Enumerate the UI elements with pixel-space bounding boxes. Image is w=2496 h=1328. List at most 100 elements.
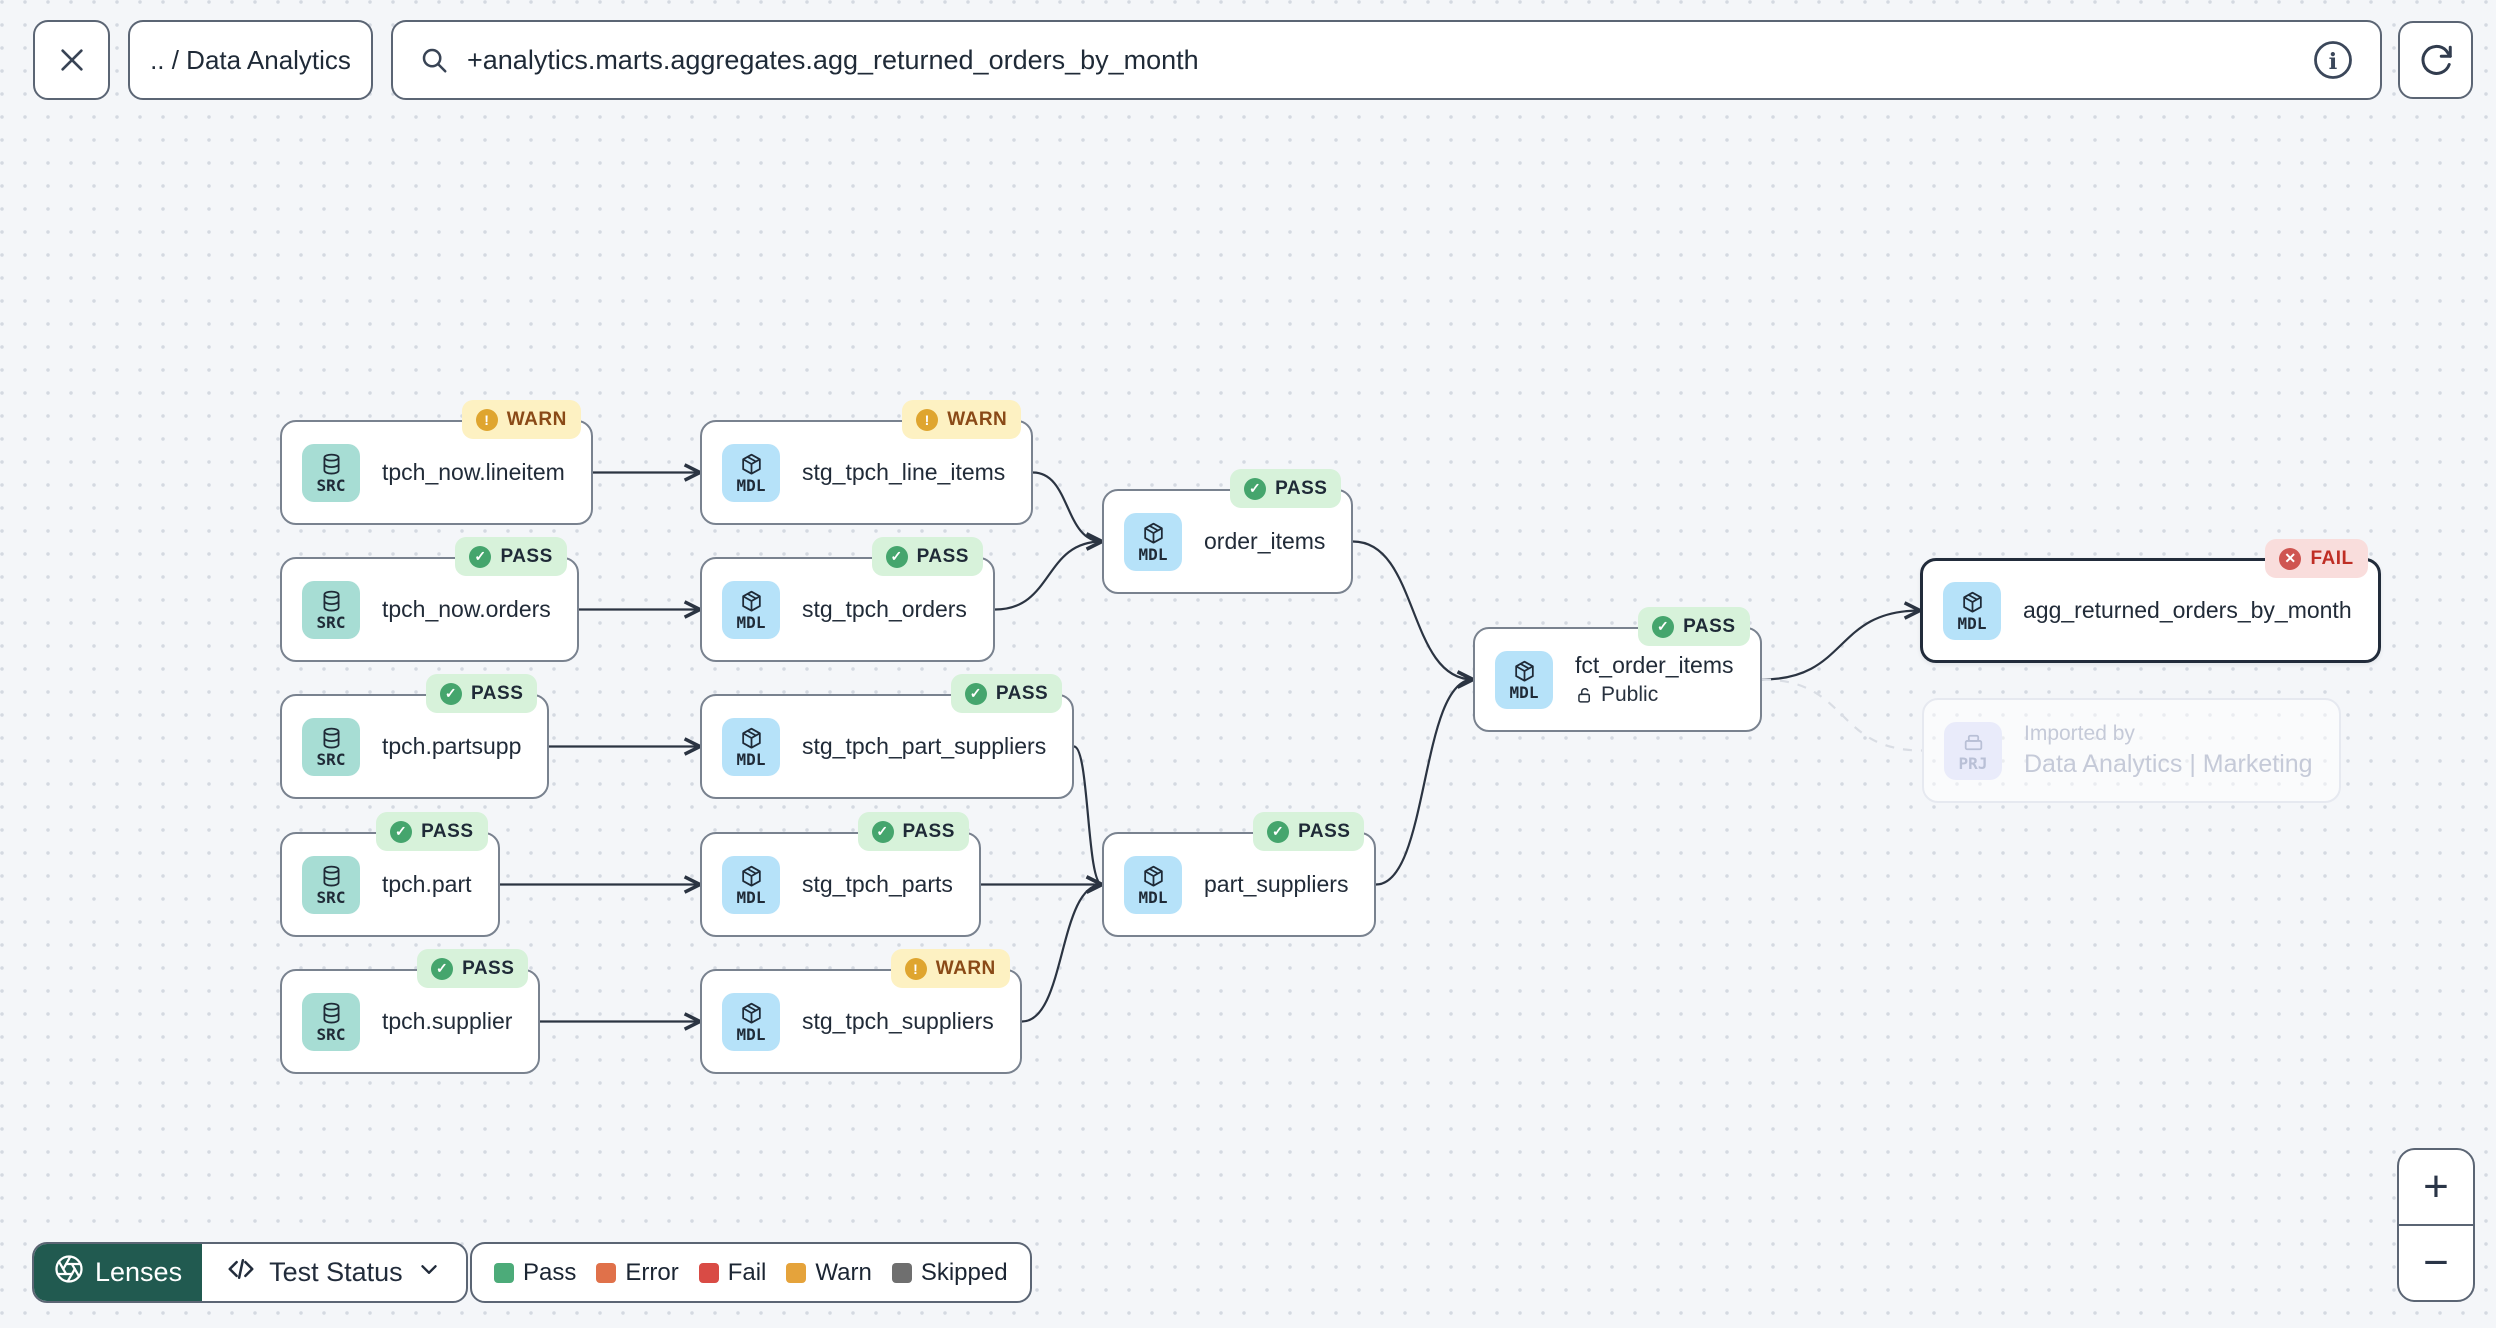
status-pass-icon: ✓ — [1652, 615, 1675, 638]
graph-node-tpch_partsupp[interactable]: ✓PASS SRC tpch.partsupp — [280, 674, 550, 799]
node-label: tpch_now.orders — [382, 596, 551, 622]
edge-stg_tpch_orders-order_items — [994, 532, 1106, 611]
database-icon: SRC — [302, 443, 360, 502]
status-badge-pass: ✓PASS — [857, 812, 969, 851]
node-label: agg_returned_orders_by_month — [2023, 597, 2352, 623]
status-pass-icon: ✓ — [431, 957, 454, 980]
warn-swatch — [786, 1262, 807, 1283]
project-icon: PRJ — [1944, 721, 2002, 780]
model-cube-icon: MDL — [1495, 650, 1553, 709]
edge-stg_tpch_suppliers-part_suppliers — [1021, 875, 1106, 1023]
info-icon[interactable]: i — [2312, 39, 2354, 81]
graph-node-stg_tpch_parts[interactable]: ✓PASS MDL stg_tpch_parts — [700, 812, 981, 937]
zoom-out-button[interactable]: − — [2423, 1238, 2449, 1288]
model-cube-icon: MDL — [1124, 512, 1182, 571]
status-pass-icon: ✓ — [1267, 820, 1290, 843]
node-label: tpch.partsupp — [382, 733, 522, 759]
chevron-down-icon — [416, 1256, 442, 1289]
status-badge-warn: !WARN — [902, 400, 1022, 439]
graph-node-stg_tpch_line_items[interactable]: !WARN MDL stg_tpch_line_items — [700, 400, 1034, 525]
model-cube-icon: MDL — [722, 717, 780, 776]
status-badge-pass: ✓PASS — [426, 674, 538, 713]
lens-selected-label: Test Status — [269, 1257, 403, 1287]
node-label: stg_tpch_orders — [802, 596, 967, 622]
edge-fct_order_items-agg_returned_orders_by_month — [1761, 601, 1924, 681]
node-label: tpch_now.lineitem — [382, 459, 565, 485]
breadcrumb-label: .. / Data Analytics — [150, 44, 351, 75]
status-badge-pass: ✓PASS — [1638, 607, 1750, 646]
status-warn-icon: ! — [904, 957, 927, 980]
graph-node-tpch_now_lineitem[interactable]: !WARN SRC tpch_now.lineitem — [280, 400, 593, 525]
database-icon: SRC — [302, 855, 360, 914]
search-input[interactable] — [467, 44, 2294, 76]
model-cube-icon: MDL — [722, 992, 780, 1051]
status-warn-icon: ! — [475, 408, 498, 431]
graph-node-order_items[interactable]: ✓PASS MDL order_items — [1102, 469, 1354, 594]
lenses-label: Lenses — [95, 1257, 183, 1287]
legend-item-skipped: Skipped — [891, 1259, 1008, 1287]
model-cube-icon: MDL — [722, 855, 780, 914]
aperture-icon — [54, 1254, 84, 1291]
node-label: order_items — [1204, 528, 1326, 554]
node-access: Public — [1575, 683, 1734, 707]
status-pass-icon: ✓ — [1244, 477, 1267, 500]
close-button[interactable] — [33, 20, 110, 100]
status-pass-icon: ✓ — [390, 820, 413, 843]
graph-node-stg_tpch_orders[interactable]: ✓PASS MDL stg_tpch_orders — [700, 537, 995, 662]
status-pass-icon: ✓ — [469, 545, 492, 568]
status-pass-icon: ✓ — [964, 682, 987, 705]
status-pass-icon: ✓ — [885, 545, 908, 568]
status-fail-icon: ✕ — [2279, 547, 2302, 570]
node-label: stg_tpch_parts — [802, 871, 953, 897]
status-badge-pass: ✓PASS — [1253, 812, 1365, 851]
lenses-button[interactable]: Lenses — [34, 1244, 203, 1301]
legend-item-fail: Fail — [698, 1259, 766, 1287]
node-label: part_suppliers — [1204, 871, 1349, 897]
refresh-icon — [2418, 42, 2454, 78]
node-label: stg_tpch_line_items — [802, 459, 1006, 485]
model-cube-icon: MDL — [722, 580, 780, 639]
close-icon — [56, 44, 88, 76]
fail-swatch — [698, 1262, 719, 1283]
search-icon — [419, 45, 449, 75]
lenses-control: Lenses Test Status — [32, 1242, 468, 1303]
zoom-divider — [2399, 1223, 2473, 1227]
zoom-in-button[interactable]: + — [2423, 1161, 2449, 1211]
skipped-swatch — [891, 1262, 912, 1283]
code-icon — [226, 1254, 256, 1291]
node-label: stg_tpch_part_suppliers — [802, 733, 1047, 759]
breadcrumb[interactable]: .. / Data Analytics — [128, 20, 373, 100]
node-label: fct_order_items — [1575, 652, 1734, 678]
status-badge-pass: ✓PASS — [455, 537, 567, 576]
lens-selector[interactable]: Test Status — [202, 1254, 466, 1291]
database-icon: SRC — [302, 717, 360, 776]
status-badge-pass: ✓PASS — [1230, 469, 1342, 508]
status-badge-pass: ✓PASS — [950, 674, 1063, 713]
model-cube-icon: MDL — [722, 443, 780, 502]
graph-node-stg_tpch_part_suppliers[interactable]: ✓PASS MDL stg_tpch_part_suppliers — [700, 674, 1075, 799]
node-label: tpch.supplier — [382, 1008, 513, 1034]
status-badge-pass: ✓PASS — [376, 812, 488, 851]
status-badge-warn: !WARN — [461, 400, 581, 439]
pass-swatch — [494, 1262, 514, 1283]
refresh-button[interactable] — [2398, 21, 2473, 99]
status-badge-pass: ✓PASS — [871, 537, 983, 576]
lock-open-icon — [1575, 686, 1594, 705]
status-pass-icon: ✓ — [871, 820, 894, 843]
status-badge-fail: ✕FAIL — [2265, 539, 2368, 578]
svg-text:i: i — [2329, 49, 2338, 75]
edge-fct_order_items-imported_by — [1761, 678, 1923, 752]
zoom-controls: + − — [2397, 1148, 2475, 1302]
status-warn-icon: ! — [916, 408, 939, 431]
node-label: stg_tpch_suppliers — [802, 1008, 994, 1034]
